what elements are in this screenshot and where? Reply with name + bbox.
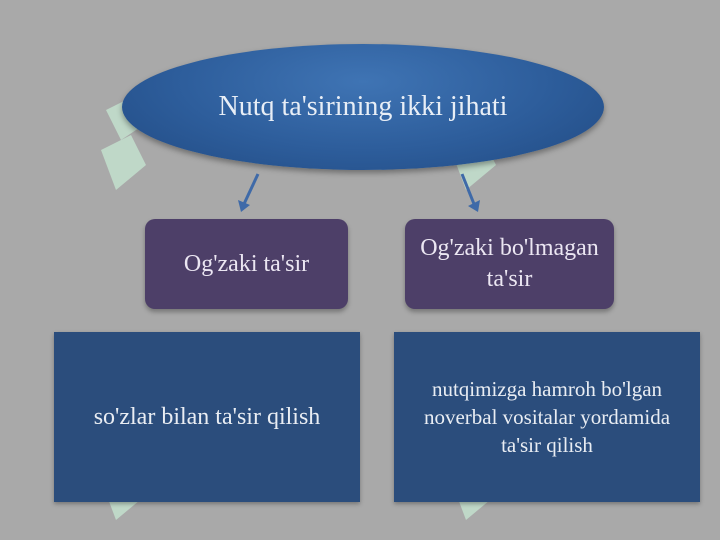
arrow-right [460, 173, 480, 212]
arrow-left [238, 173, 260, 212]
branch-title-verbal-label: Og'zaki ta'sir [183, 250, 310, 277]
branch-description-nonverbal-label: nutqimizga hamroh bo'lgan noverbal vosit… [423, 377, 671, 457]
branch-description-verbal: so'zlar bilan ta'sir qilish [54, 332, 360, 502]
branch-title-nonverbal-label: Og'zaki bo'lmagan ta'sir [420, 235, 599, 292]
branch-title-nonverbal: Og'zaki bo'lmagan ta'sir [405, 219, 614, 309]
root-node: Nutq ta'sirining ikki jihati [122, 44, 604, 170]
branch-description-nonverbal: nutqimizga hamroh bo'lgan noverbal vosit… [394, 332, 700, 502]
branch-title-verbal: Og'zaki ta'sir [145, 219, 348, 309]
root-node-label: Nutq ta'sirining ikki jihati [218, 91, 508, 122]
branch-description-verbal-label: so'zlar bilan ta'sir qilish [93, 404, 321, 430]
